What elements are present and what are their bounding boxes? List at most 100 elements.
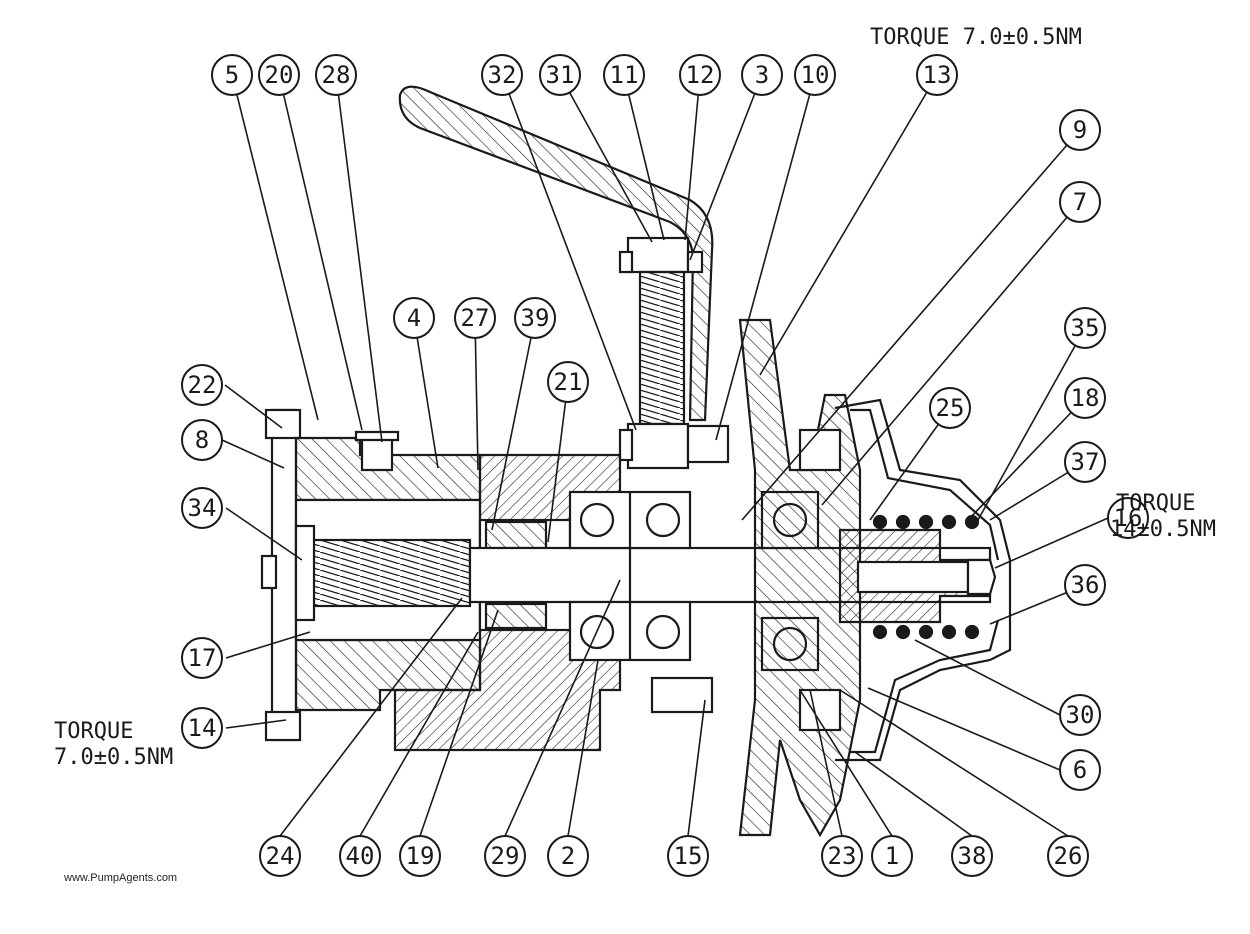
torque-label-right-line2: 14±0.5NM [1110, 517, 1216, 542]
callout-circle [181, 707, 223, 749]
callout-circle [1059, 694, 1101, 736]
callout-22: 22 [181, 364, 223, 406]
callout-circle [547, 361, 589, 403]
callout-number: 36 [1071, 571, 1100, 599]
callout-29: 29 [484, 835, 526, 877]
callout-circle [1064, 564, 1106, 606]
callout-6: 6 [1059, 749, 1101, 791]
callout-number: 6 [1073, 756, 1087, 784]
callout-circle [258, 54, 300, 96]
callout-35: 35 [1064, 307, 1106, 349]
callout-21: 21 [547, 361, 589, 403]
callout-number: 25 [936, 394, 965, 422]
callout-24: 24 [259, 835, 301, 877]
callout-number: 37 [1071, 448, 1100, 476]
callout-number: 2 [561, 842, 575, 870]
callout-circle [741, 54, 783, 96]
callout-number: 32 [488, 61, 517, 89]
callout-circle [1047, 835, 1089, 877]
callout-number: 35 [1071, 314, 1100, 342]
callout-circle [871, 835, 913, 877]
callout-circle [1059, 181, 1101, 223]
callout-number: 20 [265, 61, 294, 89]
callout-circle [916, 54, 958, 96]
callout-number: 27 [461, 304, 490, 332]
callout-30: 30 [1059, 694, 1101, 736]
callout-circle [1059, 749, 1101, 791]
callout-14: 14 [181, 707, 223, 749]
top-plug [354, 430, 400, 472]
callout-number: 11 [610, 61, 639, 89]
callout-circle [929, 387, 971, 429]
callout-4: 4 [393, 297, 435, 339]
drawing-body [260, 85, 1012, 838]
callout-number: 13 [923, 61, 952, 89]
torque-label-left-line1: TORQUE [54, 719, 134, 744]
callout-circle [181, 637, 223, 679]
callout-number: 40 [346, 842, 375, 870]
callout-circle [259, 835, 301, 877]
torque-label-left-line2: 7.0±0.5NM [54, 745, 174, 770]
callout-number: 26 [1054, 842, 1083, 870]
callout-number: 8 [195, 426, 209, 454]
callout-number: 1 [885, 842, 899, 870]
callout-circle [399, 835, 441, 877]
callout-number: 29 [491, 842, 520, 870]
callout-31: 31 [539, 54, 581, 96]
callout-number: 7 [1073, 188, 1087, 216]
callout-circle [821, 835, 863, 877]
callout-number: 10 [801, 61, 830, 89]
callout-11: 11 [603, 54, 645, 96]
callout-circle [181, 364, 223, 406]
callout-16: 16 [1107, 497, 1149, 539]
clutch-cover [834, 398, 1012, 762]
callout-9: 9 [1059, 109, 1101, 151]
callout-25: 25 [929, 387, 971, 429]
lever-bolt-head-top [626, 236, 690, 274]
callout-1: 1 [871, 835, 913, 877]
callout-number: 28 [322, 61, 351, 89]
callout-number: 39 [521, 304, 550, 332]
callout-27: 27 [454, 297, 496, 339]
callout-7: 7 [1059, 181, 1101, 223]
callout-number: 23 [828, 842, 857, 870]
callout-26: 26 [1047, 835, 1089, 877]
callout-circle [539, 54, 581, 96]
callout-3: 3 [741, 54, 783, 96]
callout-32: 32 [481, 54, 523, 96]
callout-38: 38 [951, 835, 993, 877]
callout-37: 37 [1064, 441, 1106, 483]
leader-lines [221, 74, 1109, 837]
callout-23: 23 [821, 835, 863, 877]
callout-circle [794, 54, 836, 96]
callout-39: 39 [514, 297, 556, 339]
callout-number: 16 [1114, 504, 1143, 532]
torque-label-right-line1: TORQUE [1116, 491, 1196, 516]
callout-number: 4 [407, 304, 421, 332]
callout-number: 19 [406, 842, 435, 870]
callout-circle [514, 297, 556, 339]
callout-circle [603, 54, 645, 96]
callout-circle [1064, 441, 1106, 483]
callout-10: 10 [794, 54, 836, 96]
callout-number: 31 [546, 61, 575, 89]
callout-circle [1064, 307, 1106, 349]
callout-34: 34 [181, 487, 223, 529]
callout-circle [454, 297, 496, 339]
clutch-spring [872, 514, 980, 640]
drain-plug [650, 676, 714, 714]
callout-circle [181, 419, 223, 461]
callout-number: 22 [188, 371, 217, 399]
callout-number: 38 [958, 842, 987, 870]
callout-number: 18 [1071, 384, 1100, 412]
callout-number: 34 [188, 494, 217, 522]
callout-number: 21 [554, 368, 583, 396]
callout-circle [393, 297, 435, 339]
impeller [298, 538, 472, 608]
torque-label-top: TORQUE 7.0±0.5NM [870, 25, 1082, 50]
callout-28: 28 [315, 54, 357, 96]
callout-circle [1064, 377, 1106, 419]
callout-2: 2 [547, 835, 589, 877]
